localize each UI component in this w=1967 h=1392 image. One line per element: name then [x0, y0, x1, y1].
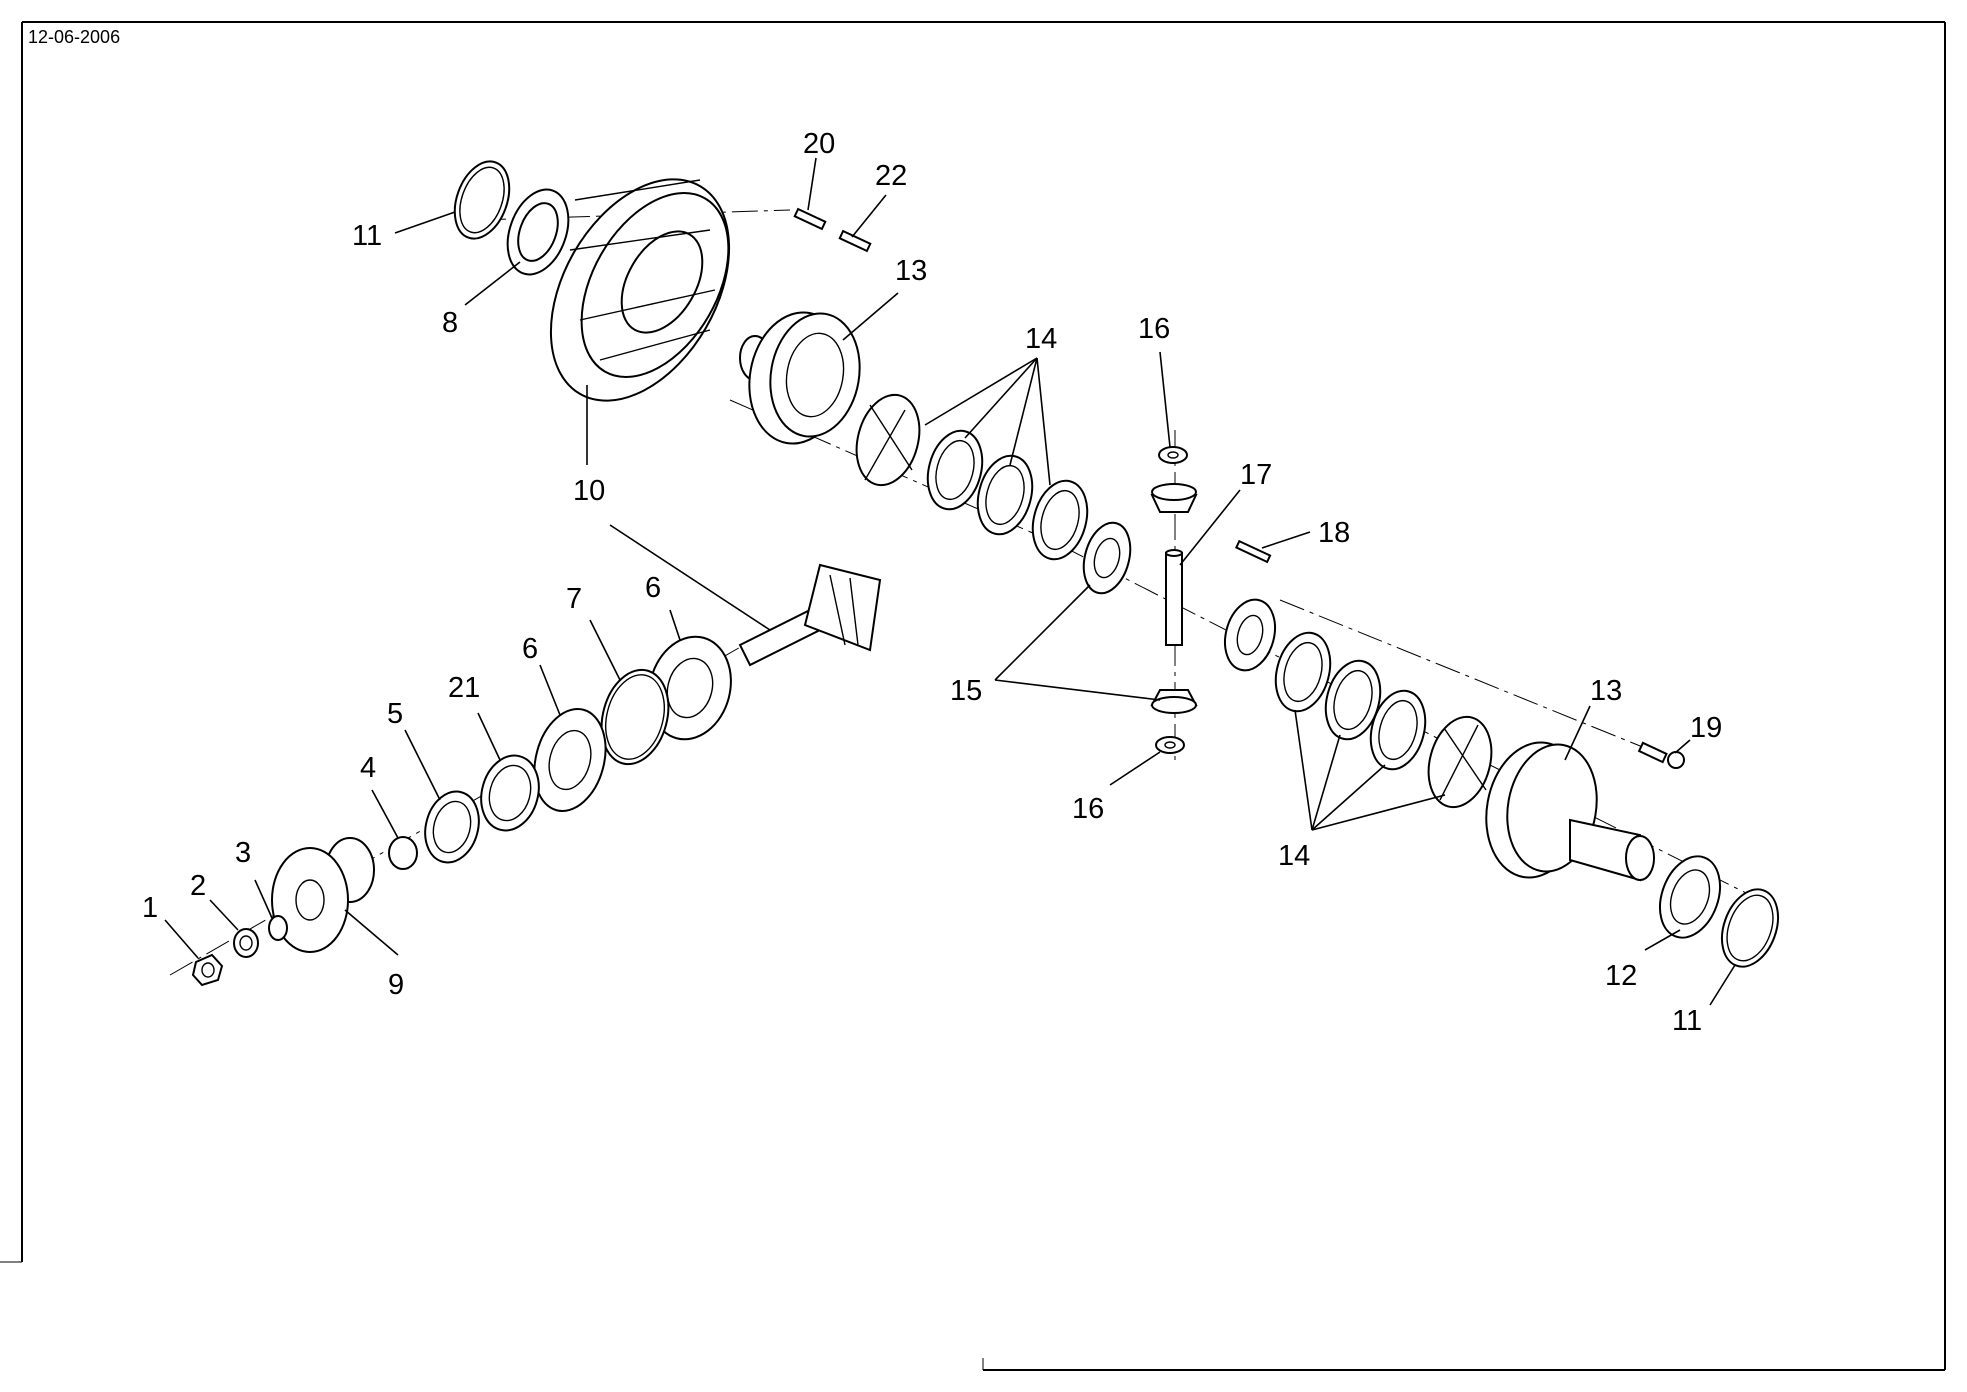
callout-16-bottom: 16	[1072, 793, 1104, 825]
callout-16-top: 16	[1138, 313, 1170, 345]
thrust-washer-16-bottom-part	[1155, 736, 1185, 754]
side-gear-15-upper-part	[1082, 521, 1132, 595]
bolt-19-part	[1637, 741, 1685, 769]
ring-11-lower-part	[1720, 888, 1780, 968]
bearing-12-part	[1659, 855, 1721, 939]
ring-gear-part	[549, 178, 731, 402]
callout-2: 2	[190, 870, 206, 902]
pinion-shaft-10-part	[738, 563, 882, 667]
callout-22: 22	[875, 160, 907, 192]
callout-17: 17	[1240, 459, 1272, 491]
callout-labels: 11 8 10 20 22 13 14 16 17 18 15 16 14 13…	[142, 128, 1722, 1037]
callout-21: 21	[448, 672, 480, 704]
callout-15: 15	[950, 675, 982, 707]
flange-9-part	[271, 837, 375, 953]
callout-20: 20	[803, 128, 835, 160]
nut-1-part	[191, 953, 224, 987]
callout-13-bottom: 13	[1590, 675, 1622, 707]
callout-6-lower: 6	[522, 633, 538, 665]
drawing-frame	[0, 21, 1946, 1371]
drawing-date: 12-06-2006	[28, 27, 121, 47]
callout-5: 5	[387, 698, 403, 730]
callout-11-bottom: 11	[1672, 1005, 1702, 1037]
spacer-ring-7-part	[600, 668, 670, 766]
pin-20-part	[793, 207, 827, 231]
callout-14-bottom: 14	[1278, 840, 1310, 872]
callout-11-top: 11	[352, 220, 382, 252]
side-gear-15-lower-part	[1224, 598, 1276, 672]
thrust-washer-16-top-part	[1158, 446, 1188, 464]
roll-pin-18-part	[1234, 539, 1272, 564]
seal-5-part	[424, 790, 480, 864]
callout-10: 10	[573, 475, 605, 507]
clutch-pack-14-lower-part	[1274, 631, 1493, 809]
seal-21-part	[480, 754, 540, 832]
callout-13-top: 13	[895, 255, 927, 287]
pin-22-part	[838, 229, 872, 253]
callout-7: 7	[566, 583, 582, 615]
callout-18: 18	[1318, 517, 1350, 549]
bearing-8-part	[506, 188, 570, 276]
callout-8: 8	[442, 307, 458, 339]
ring-11-top-part	[453, 160, 511, 240]
diff-case-13-top-part	[739, 311, 861, 445]
callout-4: 4	[360, 752, 376, 784]
callout-6-upper: 6	[645, 572, 661, 604]
bearing-6-lower-part	[533, 708, 607, 812]
spider-gear-bottom-part	[1150, 689, 1198, 714]
callout-14-top: 14	[1025, 323, 1057, 355]
callout-3: 3	[235, 837, 251, 869]
leader-lines	[164, 157, 1736, 1006]
callout-1: 1	[142, 892, 158, 924]
callout-9: 9	[388, 969, 404, 1001]
callout-19: 19	[1690, 712, 1722, 744]
lock-ring-3-part	[268, 915, 288, 941]
bearing-6-upper-part	[648, 635, 732, 741]
cross-shaft-17-part	[1165, 549, 1183, 646]
clutch-pack-14-top-part	[855, 393, 1089, 561]
diff-case-13-lower-part	[1485, 741, 1655, 882]
spider-gear-top-part	[1150, 483, 1198, 513]
o-ring-4-part	[388, 836, 418, 870]
washer-2-part	[233, 928, 259, 958]
callout-12: 12	[1605, 960, 1637, 992]
